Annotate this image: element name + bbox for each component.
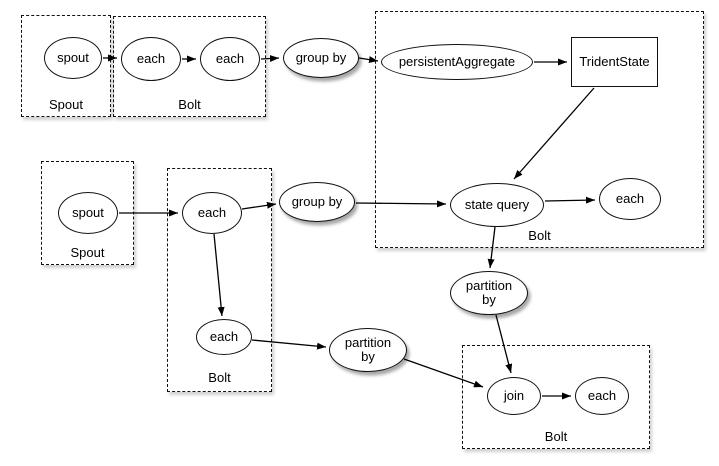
edge-state-query-partition-by-1 [487,226,496,269]
node-each-1: each [121,37,181,81]
group-box-bolt-bottom: Bolt [462,345,650,449]
group-box-bolt-mid: Bolt [167,168,272,392]
node-join: join [487,377,541,415]
edge-partition-by-2-join [403,358,484,388]
node-each-3: each [599,178,661,220]
group-box-spout-top: Spout [21,15,111,117]
node-each-5: each [196,319,252,355]
node-spout-1: spout [44,37,102,79]
node-trident-state: TridentState [571,37,658,87]
edge-group-by-2-state-query [355,200,447,208]
node-each-2: each [200,37,260,81]
node-each-4: each [182,192,242,234]
node-state-query: state query [450,183,544,227]
group-label: Bolt [178,97,201,112]
edge-group-by-1-persistent-aggregate [358,56,379,64]
edge-each-4-group-by-2 [241,201,277,210]
edge-partition-by-1-join [495,314,513,374]
group-label: Bolt [544,429,568,444]
group-label: Spout [70,245,105,260]
edge-each-5-partition-by-2 [251,339,327,350]
node-persistent-aggregate: persistentAggregate [381,44,533,80]
group-label: Bolt [528,228,551,243]
node-partition-by-1: partition by [450,271,528,315]
edge-each-4-each-5 [213,233,225,317]
node-group-by-2: group by [279,182,355,222]
node-spout-2: spout [58,192,118,234]
edge-each-2-group-by-1 [260,55,280,62]
node-each-6: each [575,377,629,415]
group-box-bolt-right: Bolt [375,11,704,248]
group-label: Bolt [208,370,231,385]
node-group-by-1: group by [283,38,359,78]
node-partition-by-2: partition by [329,328,407,372]
group-label: Spout [49,97,83,112]
edge-trident-state-state-query [513,87,595,180]
group-box-bolt-top: Bolt [113,16,266,117]
edge-state-query-each-3 [544,196,596,204]
